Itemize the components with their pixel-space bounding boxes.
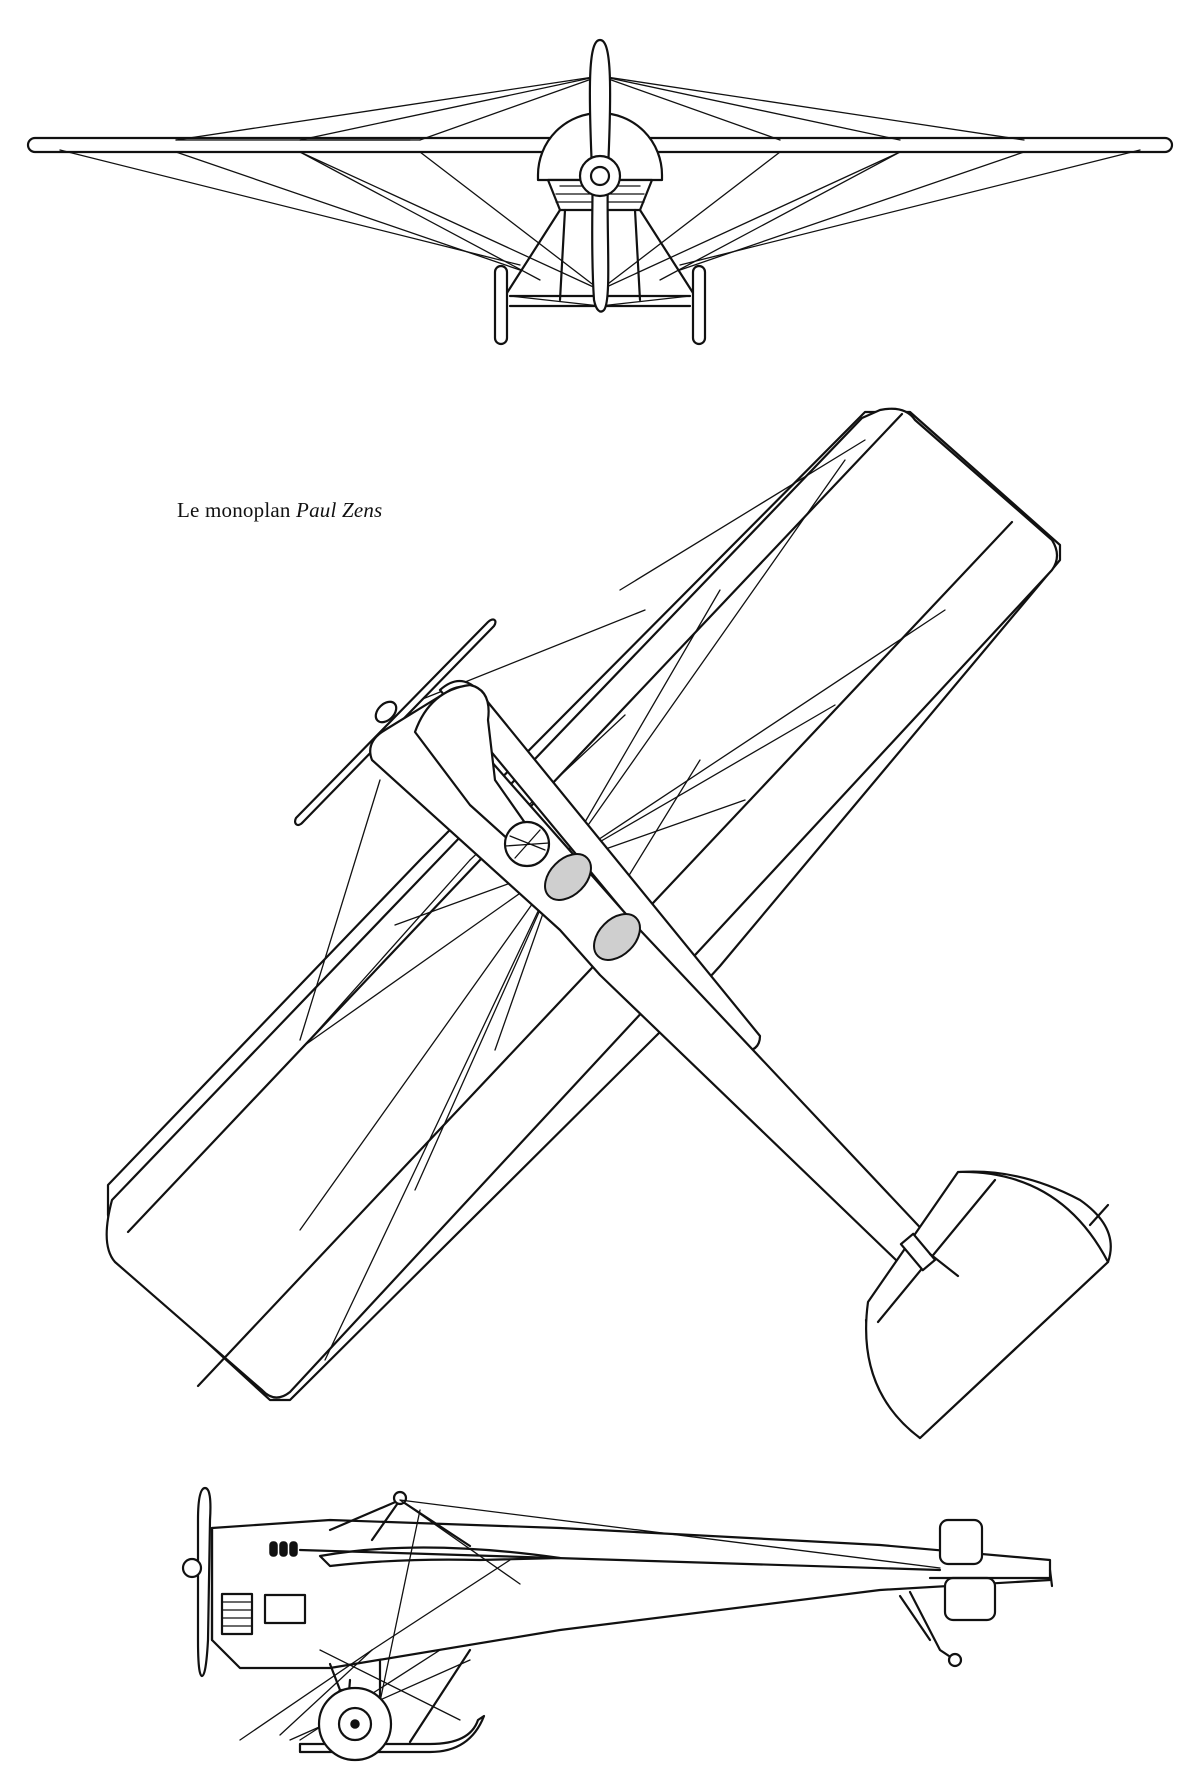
figure-caption: Le monoplan Paul Zens bbox=[177, 498, 382, 523]
front-upper-bracing bbox=[175, 75, 1025, 141]
side-skid bbox=[298, 1714, 486, 1754]
plan-rudder-post bbox=[899, 1232, 937, 1272]
side-tail-tip bbox=[1048, 1568, 1054, 1588]
side-view bbox=[181, 1486, 1054, 1762]
side-propeller bbox=[196, 1486, 212, 1678]
front-lower-bracing bbox=[59, 149, 1141, 291]
side-fuselage bbox=[210, 1518, 1052, 1670]
caption-aircraft-name: Paul Zens bbox=[296, 498, 383, 522]
side-exhaust-ports bbox=[269, 1541, 298, 1557]
side-cowl-panel bbox=[263, 1593, 307, 1625]
plan-tailplane-outline bbox=[865, 1170, 1110, 1440]
front-left-wheel bbox=[493, 264, 509, 346]
plan-view bbox=[105, 407, 1112, 1440]
plan-rigging-wires bbox=[299, 439, 946, 1361]
plan-rear-cockpit bbox=[593, 913, 641, 961]
side-rudder-lower bbox=[943, 1576, 997, 1622]
side-rudder-upper bbox=[938, 1518, 984, 1566]
plan-elevator-hinge bbox=[876, 1178, 997, 1324]
front-right-wheel bbox=[691, 264, 707, 346]
side-engine bbox=[220, 1592, 254, 1636]
side-spinner bbox=[181, 1557, 203, 1579]
caption-prefix: Le monoplan bbox=[177, 498, 291, 522]
front-view bbox=[26, 38, 1174, 346]
plan-front-cockpit bbox=[544, 853, 592, 901]
plan-propeller bbox=[294, 618, 497, 827]
